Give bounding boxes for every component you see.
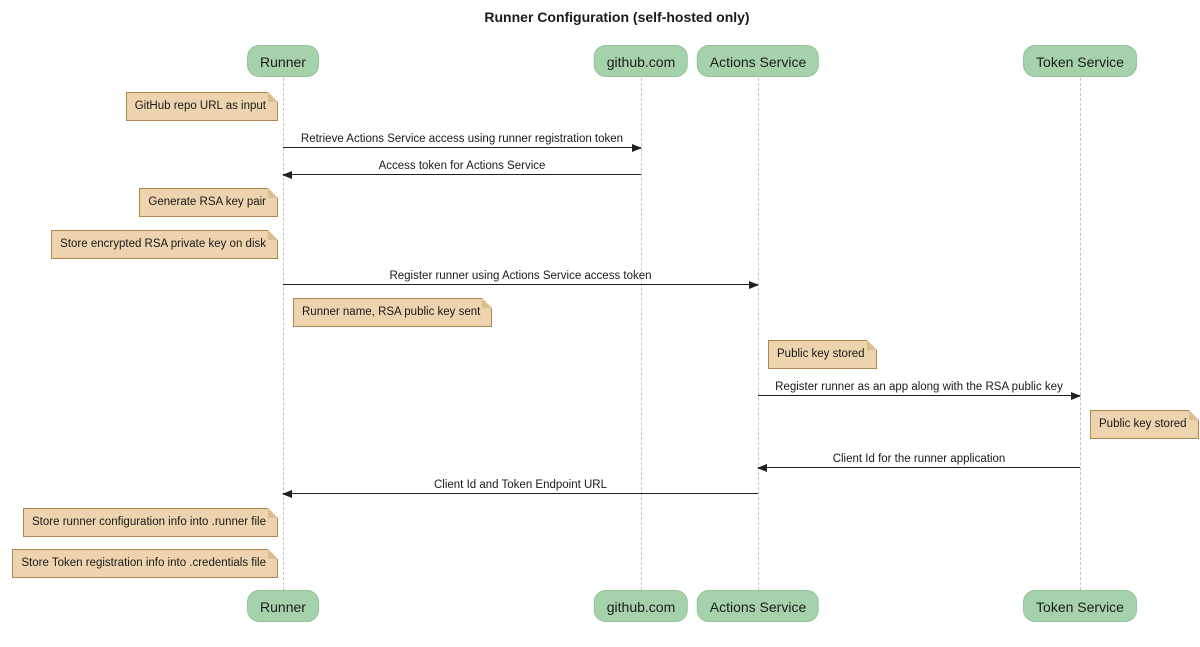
note-store-runner-file: Store runner configuration info into .ru…	[23, 508, 278, 537]
message-label: Access token for Actions Service	[378, 160, 546, 172]
message-line	[758, 395, 1080, 396]
message-line	[283, 174, 641, 175]
message-label: Register runner using Actions Service ac…	[389, 270, 652, 282]
arrowhead-left-icon	[282, 490, 292, 498]
arrowhead-left-icon	[757, 464, 767, 472]
message-client-id: Client Id for the runner application	[757, 452, 1080, 472]
arrowhead-right-icon	[1071, 392, 1081, 400]
participant-github-bottom: github.com	[593, 590, 689, 622]
note-store-private-key: Store encrypted RSA private key on disk	[51, 230, 278, 259]
participant-token-service-bottom: Token Service	[1023, 590, 1137, 622]
message-line	[283, 493, 758, 494]
note-public-key-stored-token: Public key stored	[1090, 410, 1199, 439]
message-line	[283, 147, 641, 148]
participant-actions-service-bottom: Actions Service	[696, 590, 820, 622]
message-line	[758, 467, 1080, 468]
message-register-runner-app: Register runner as an app along with the…	[758, 380, 1081, 400]
message-label: Register runner as an app along with the…	[775, 381, 1063, 393]
lifeline-github	[641, 78, 642, 590]
participant-actions-service-top: Actions Service	[696, 45, 820, 77]
participant-runner-top: Runner	[247, 45, 319, 77]
message-register-runner: Register runner using Actions Service ac…	[283, 269, 759, 289]
note-generate-rsa-key-pair: Generate RSA key pair	[139, 188, 278, 217]
participant-token-service-top: Token Service	[1023, 45, 1137, 77]
participant-github-top: github.com	[593, 45, 689, 77]
lifeline-actions-service	[758, 78, 759, 590]
message-line	[283, 284, 758, 285]
note-runner-name-sent: Runner name, RSA public key sent	[293, 298, 493, 327]
diagram-title: Runner Configuration (self-hosted only)	[484, 9, 750, 25]
arrowhead-right-icon	[749, 281, 759, 289]
message-label: Client Id for the runner application	[832, 453, 1006, 465]
message-retrieve-actions-access: Retrieve Actions Service access using ru…	[283, 132, 642, 152]
message-label: Retrieve Actions Service access using ru…	[300, 133, 624, 145]
lifeline-token-service	[1080, 78, 1081, 590]
message-client-id-endpoint: Client Id and Token Endpoint URL	[282, 478, 758, 498]
note-public-key-stored-actions: Public key stored	[768, 340, 877, 369]
message-label: Client Id and Token Endpoint URL	[433, 479, 608, 491]
note-github-repo-url: GitHub repo URL as input	[125, 92, 279, 121]
lifeline-runner	[283, 78, 284, 590]
arrowhead-right-icon	[632, 144, 642, 152]
participant-runner-bottom: Runner	[247, 590, 319, 622]
arrowhead-left-icon	[282, 171, 292, 179]
message-access-token: Access token for Actions Service	[282, 159, 641, 179]
note-store-credentials-file: Store Token registration info into .cred…	[12, 549, 278, 578]
